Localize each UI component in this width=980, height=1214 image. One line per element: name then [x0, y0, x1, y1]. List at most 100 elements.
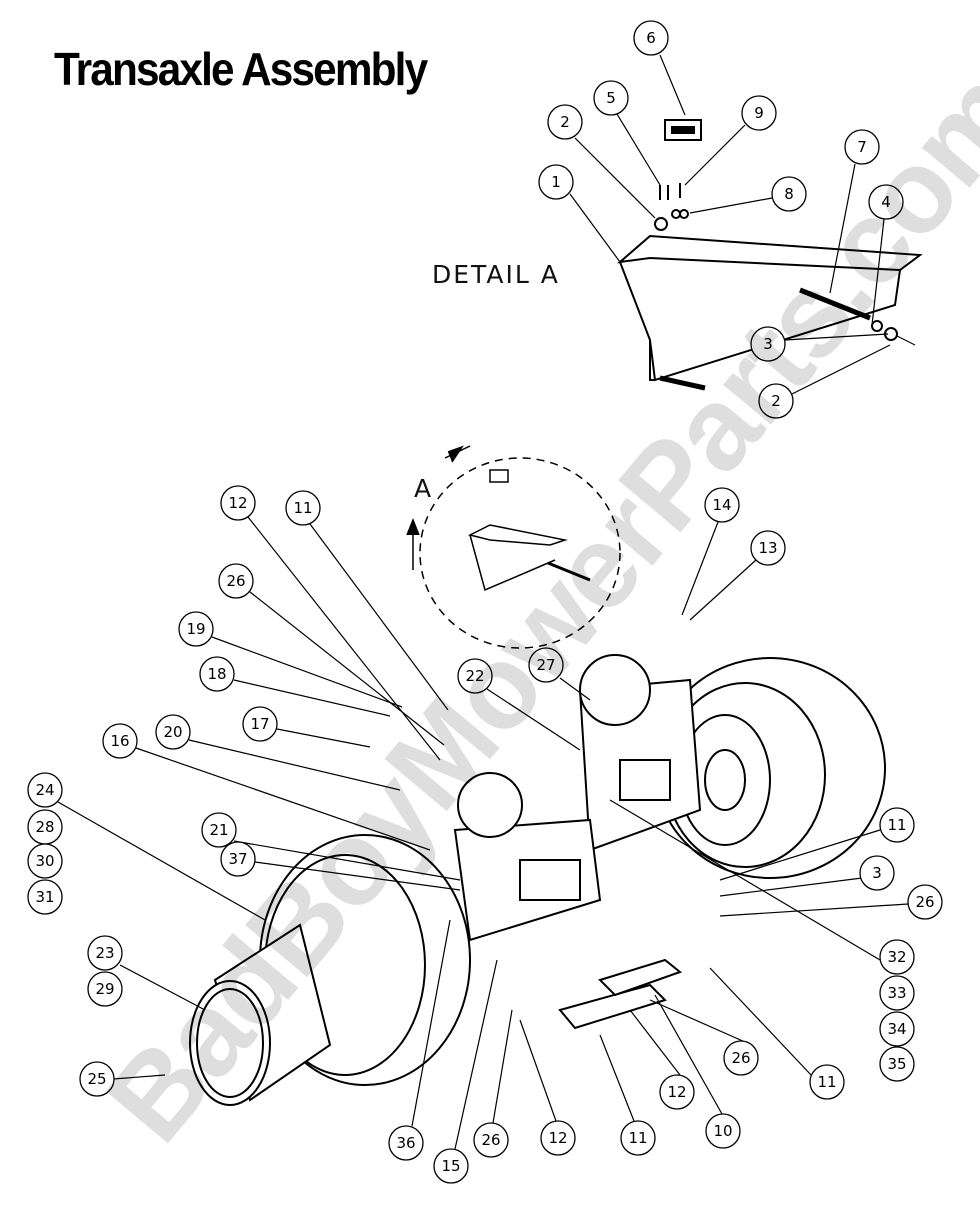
callout-2: 2 [547, 104, 583, 140]
callout-19: 19 [178, 611, 214, 647]
view-a-label: A [414, 474, 432, 503]
callout-number: 30 [35, 852, 54, 870]
callout-8: 8 [771, 176, 807, 212]
callout-number: 21 [209, 821, 228, 839]
callout-18: 18 [199, 656, 235, 692]
callout-circle [79, 1061, 115, 1097]
callout-circle [868, 184, 904, 220]
callout-number: 7 [857, 138, 867, 156]
callout-circle [220, 485, 256, 521]
callout-circle [27, 843, 63, 879]
callout-circle [102, 723, 138, 759]
callout-number: 12 [228, 494, 247, 512]
callout-number: 27 [536, 656, 555, 674]
callout-circle [199, 656, 235, 692]
callout-26: 26 [218, 563, 254, 599]
callout-circle [907, 884, 943, 920]
callout-number: 3 [763, 335, 773, 353]
callout-circle [879, 975, 915, 1011]
callout-35: 35 [879, 1046, 915, 1082]
callout-number: 4 [881, 193, 891, 211]
callout-number: 3 [872, 864, 882, 882]
callout-circle [633, 20, 669, 56]
callout-11: 11 [809, 1064, 845, 1100]
callout-circle [750, 530, 786, 566]
callout-number: 20 [163, 723, 182, 741]
callout-circle [87, 971, 123, 1007]
callout-number: 26 [481, 1131, 500, 1149]
callout-13: 13 [750, 530, 786, 566]
callout-14: 14 [704, 487, 740, 523]
callout-30: 30 [27, 843, 63, 879]
callout-number: 12 [548, 1129, 567, 1147]
callout-12: 12 [220, 485, 256, 521]
callout-circle [758, 383, 794, 419]
callout-9: 9 [741, 95, 777, 131]
callout-number: 36 [396, 1134, 415, 1152]
callout-26: 26 [907, 884, 943, 920]
callout-number: 24 [35, 781, 54, 799]
callout-circle [705, 1113, 741, 1149]
callout-number: 31 [35, 888, 54, 906]
callout-10: 10 [705, 1113, 741, 1149]
callout-number: 26 [731, 1049, 750, 1067]
callout-number: 11 [817, 1073, 836, 1091]
callout-circle [540, 1120, 576, 1156]
callout-number: 37 [228, 850, 247, 868]
callout-circle [201, 812, 237, 848]
callout-11: 11 [285, 490, 321, 526]
callout-31: 31 [27, 879, 63, 915]
callout-number: 5 [606, 89, 616, 107]
callout-circle [388, 1125, 424, 1161]
callout-number: 17 [250, 715, 269, 733]
callout-circle [659, 1074, 695, 1110]
leader-lines [57, 54, 909, 1150]
callout-circle [87, 935, 123, 971]
callout-number: 10 [713, 1122, 732, 1140]
callout-circle [844, 129, 880, 165]
callout-number: 14 [712, 496, 731, 514]
callout-number: 28 [35, 818, 54, 836]
callout-16: 16 [102, 723, 138, 759]
callout-number: 33 [887, 984, 906, 1002]
callout-6: 6 [633, 20, 669, 56]
callout-circle [27, 879, 63, 915]
callout-circle [620, 1120, 656, 1156]
callout-32: 32 [879, 939, 915, 975]
callout-17: 17 [242, 706, 278, 742]
callout-circle [704, 487, 740, 523]
callout-circle [218, 563, 254, 599]
callout-number: 16 [110, 732, 129, 750]
callout-circle [547, 104, 583, 140]
callout-circle [879, 939, 915, 975]
callout-number: 29 [95, 980, 114, 998]
callout-26: 26 [723, 1040, 759, 1076]
callout-circle [879, 1011, 915, 1047]
callout-25: 25 [79, 1061, 115, 1097]
callout-36: 36 [388, 1125, 424, 1161]
callout-number: 25 [87, 1070, 106, 1088]
callout-circle [593, 80, 629, 116]
callout-33: 33 [879, 975, 915, 1011]
callout-number: 26 [915, 893, 934, 911]
callout-12: 12 [659, 1074, 695, 1110]
callout-circle [155, 714, 191, 750]
callout-circle [809, 1064, 845, 1100]
callout-3: 3 [750, 326, 786, 362]
callout-circle [879, 807, 915, 843]
callout-5: 5 [593, 80, 629, 116]
callout-number: 13 [758, 539, 777, 557]
right-transaxle [578, 654, 702, 852]
callout-circle [27, 772, 63, 808]
callout-number: 34 [887, 1020, 906, 1038]
callout-4: 4 [868, 184, 904, 220]
callout-circle [220, 841, 256, 877]
callout-circle [178, 611, 214, 647]
callout-number: 11 [887, 816, 906, 834]
callout-circle [859, 855, 895, 891]
callout-number: 22 [465, 667, 484, 685]
callout-37: 37 [220, 841, 256, 877]
callout-circle [538, 164, 574, 200]
callout-number: 8 [784, 185, 794, 203]
